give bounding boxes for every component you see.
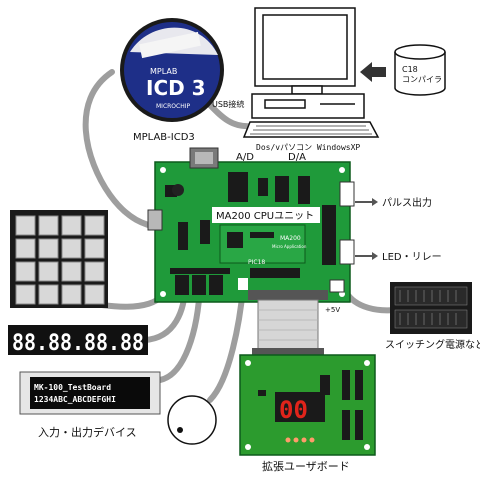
lcd-line-2: 1234ABC_ABCDEFGHI xyxy=(34,395,116,404)
icd3-maker-label: MICROCHIP xyxy=(156,103,190,110)
knob-cable xyxy=(207,285,246,403)
icd3-debugger: MPLAB ICD 3 MICROCHIP xyxy=(120,18,224,122)
pulse-out-label: パルス出力 xyxy=(382,196,432,209)
da-label: D/A xyxy=(288,152,306,163)
pc-computer xyxy=(242,7,380,138)
icd3-brand-label: MPLAB xyxy=(150,67,177,76)
arrow-pulse-out xyxy=(355,198,378,206)
seven-segment-display xyxy=(8,325,148,355)
extension-user-board xyxy=(239,354,376,456)
psu-cable xyxy=(342,287,398,314)
ext-board-label: 拡張ユーザボード xyxy=(262,459,350,473)
cpu-unit-label-box xyxy=(212,207,320,223)
ad-label: A/D xyxy=(236,152,254,163)
seven-segment-text: 88.88.88.88 xyxy=(12,331,144,356)
c18-compiler-disk xyxy=(394,44,446,96)
pic-chip-label: PIC18 xyxy=(248,259,265,266)
switching-power-supply xyxy=(390,282,472,334)
icd3-model-label: ICD 3 xyxy=(146,76,206,100)
keypad-4x4 xyxy=(10,210,108,308)
led-relay-label: LED・リレー xyxy=(382,252,442,263)
pc-caption: Dos/vパソコン WindowsXP xyxy=(256,143,360,152)
cpu-unit-label: MA200 CPUユニット xyxy=(216,211,314,222)
lcd-module xyxy=(19,371,161,415)
ma200-chip-label: MA200 xyxy=(280,235,301,242)
ribbon-cable xyxy=(248,290,328,358)
io-devices-label: 入力・出力デバイス xyxy=(38,425,137,439)
arrow-c18-to-pc xyxy=(360,62,386,82)
rotary-knob xyxy=(167,395,217,445)
usb-label: USB接続 xyxy=(212,99,244,109)
switching-psu-label: スイッチング電源など xyxy=(385,338,480,351)
icd-cable xyxy=(82,69,163,231)
lcd-line-1: MK-100_TestBoard xyxy=(34,383,111,392)
ma200-cpu-board xyxy=(147,147,355,303)
ma200-sub-label: Micro Application xyxy=(272,244,307,249)
plus5v-label: +5V xyxy=(325,306,340,314)
ext-board-seg-display: 00 xyxy=(279,396,308,424)
c18-label-2: コンパイラ xyxy=(402,75,442,84)
c18-label-1: C18 xyxy=(402,65,418,74)
icd3-caption: MPLAB-ICD3 xyxy=(133,132,195,143)
cables xyxy=(82,69,398,403)
arrow-led-relay xyxy=(355,252,378,260)
